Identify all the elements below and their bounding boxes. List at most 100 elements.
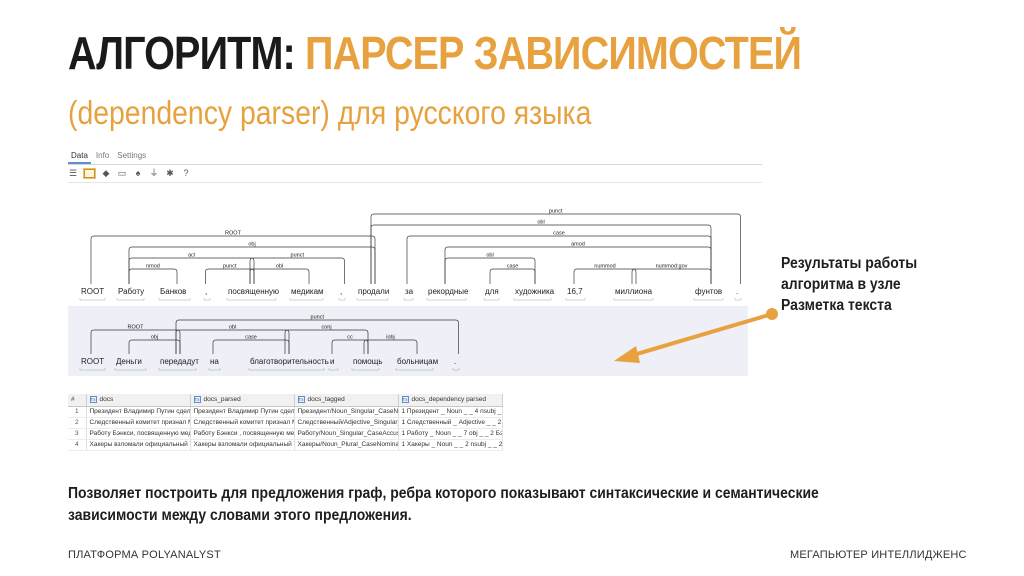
viewer-toolbar: ☰ ◆ ▭ ♠ ⏚ ✱ ? — [68, 166, 191, 180]
arc-label: punct — [549, 209, 563, 215]
word-bracket — [79, 368, 106, 371]
word-bracket — [114, 368, 147, 371]
parse-word: . — [454, 357, 456, 366]
arc-label: punct — [291, 253, 305, 259]
dependency-arc — [573, 268, 637, 284]
arc-label: iobj — [386, 335, 395, 341]
table-cell: 1 Хакеры _ Noun _ _ 2 nsubj _ _ 2 — [398, 439, 503, 451]
word-bracket — [483, 298, 500, 301]
table-row[interactable]: 1 Президент Владимир Путин сделал Презид… — [68, 406, 503, 418]
table-row[interactable]: 3 Работу Бэнкси, посвященную мед Работу … — [68, 428, 503, 440]
tab-divider — [68, 164, 762, 165]
table-cell: 1 Следственный _ Adjective _ _ 2 a — [398, 417, 503, 429]
parse-word: медикам — [291, 287, 324, 296]
word-bracket — [395, 368, 434, 371]
word-bracket — [208, 368, 221, 371]
table-cell: Работу/Noun_Singular_CaseAccusati — [294, 428, 399, 440]
arrow-head — [614, 346, 640, 363]
dependency-arc — [284, 329, 369, 354]
arc-label: nummod:gov — [656, 264, 688, 270]
arc-label: obl — [537, 220, 544, 226]
word-bracket — [513, 298, 552, 301]
arc-label: nummod — [594, 264, 615, 270]
tape-icon[interactable]: ▭ — [117, 168, 127, 178]
table-row[interactable]: 4 Хакеры взломали официальный Т Хакеры в… — [68, 439, 503, 451]
word-bracket — [226, 298, 277, 301]
dependency-arc — [363, 339, 418, 354]
table-cell: Президент Владимир Путин сделал — [190, 406, 295, 418]
arc-label: obl — [486, 253, 493, 259]
tab-info[interactable]: Info — [95, 151, 110, 160]
word-bracket — [248, 368, 325, 371]
subtitle-part1: (dependency parser) — [68, 94, 330, 131]
table-cell: 4 — [68, 439, 87, 451]
arc-label: amod — [571, 242, 585, 248]
parse-word: 16,7 — [567, 287, 583, 296]
title-part2: ПАРСЕР ЗАВИСИМОСТЕЙ — [304, 27, 802, 79]
text-column-icon: Tx — [193, 396, 201, 404]
word-bracket — [403, 298, 414, 301]
toolbar-divider — [68, 182, 762, 183]
column-header-number[interactable]: # — [68, 394, 87, 407]
table-cell: 3 — [68, 428, 87, 440]
arc-label: ROOT — [225, 231, 242, 237]
word-bracket — [452, 368, 460, 371]
dependency-arc — [90, 235, 376, 284]
parse-word: рекордные — [428, 287, 469, 296]
word-bracket — [328, 368, 339, 371]
arc-label: obl — [229, 325, 236, 331]
footer-company: МЕГАПЬЮТЕР ИНТЕЛЛИДЖЕНС — [790, 549, 967, 561]
word-bracket — [734, 298, 742, 301]
parse-word: посвященную — [228, 287, 279, 296]
table-cell: Хакеры/Noun_Plural_CaseNominative — [294, 439, 399, 451]
settings-icon[interactable]: ✱ — [166, 168, 174, 178]
parse-word: Деньги — [116, 357, 142, 366]
table-cell: Следственный/Adjective_Singular_Ca — [294, 417, 399, 429]
dependency-arc — [128, 246, 376, 284]
word-bracket — [356, 298, 389, 301]
parse-word: на — [210, 357, 219, 366]
parse-word: . — [736, 287, 738, 296]
arc-label: obl — [276, 264, 283, 270]
filter-icon[interactable]: ⏚ — [149, 168, 159, 178]
slide-title: АЛГОРИТМ: ПАРСЕР ЗАВИСИМОСТЕЙ — [68, 26, 802, 80]
word-bracket — [158, 368, 197, 371]
text-column-icon: Tx — [89, 396, 97, 404]
table-cell: 2 — [68, 417, 87, 429]
title-part1: АЛГОРИТМ: — [68, 27, 296, 79]
tab-settings[interactable]: Settings — [117, 151, 147, 160]
arrow-origin-dot — [766, 308, 778, 320]
arc-label: case — [553, 231, 565, 237]
dependency-arc — [175, 319, 459, 354]
dependency-arc — [128, 257, 255, 284]
results-line-3: Разметка текста — [781, 297, 892, 314]
parse-word: , — [205, 287, 207, 296]
tree-icon[interactable]: ♠ — [135, 168, 141, 178]
list-icon[interactable]: ☰ — [68, 168, 78, 178]
word-bracket — [338, 298, 346, 301]
table-cell: 1 Работу _ Noun _ _ 7 obj _ _ 2 Бэ — [398, 428, 503, 440]
polyanalyst-viewer-screenshot: Data Info Settings ☰ ◆ ▭ ♠ ⏚ ✱ ? ROOT Раб… — [68, 148, 762, 474]
parse-word: миллиона — [615, 287, 653, 296]
tab-data[interactable]: Data — [68, 150, 91, 164]
arc-label: punct — [311, 315, 325, 321]
parse-word: помощь — [353, 357, 382, 366]
arc-label: acl — [188, 253, 195, 259]
results-line-2: алгоритма в узле — [781, 276, 901, 293]
footer-platform: ПЛАТФОРМА POLYANALYST — [68, 549, 221, 561]
word-bracket — [351, 368, 380, 371]
help-icon[interactable]: ? — [183, 168, 189, 178]
arc-label: obj — [151, 335, 158, 341]
split-icon[interactable]: ◆ — [102, 168, 110, 178]
word-bracket — [426, 298, 467, 301]
table-row[interactable]: 2 Следственный комитет признал М Следств… — [68, 417, 503, 429]
arc-label: conj — [321, 325, 331, 331]
arc-label: case — [507, 264, 519, 270]
folder-icon[interactable] — [83, 167, 96, 179]
